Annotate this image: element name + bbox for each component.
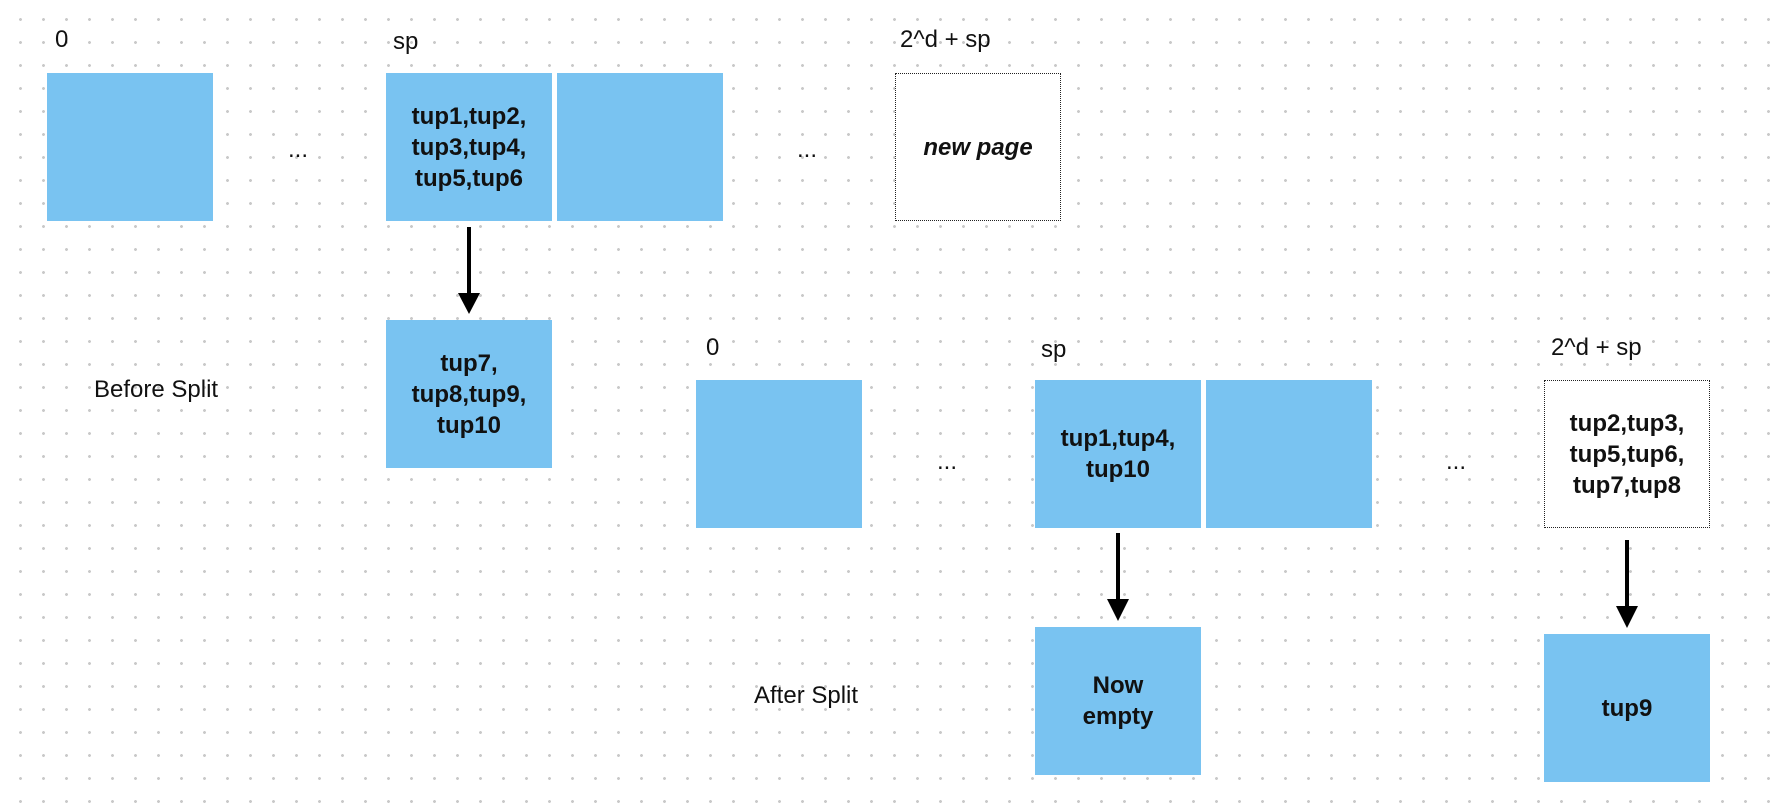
arrow-before-sp-to-overflow — [458, 227, 480, 314]
after-split-caption: After Split — [754, 682, 859, 709]
arrow-after-sp-to-overflow — [1107, 533, 1129, 621]
after-sp-overflow-page: Now empty — [1035, 627, 1201, 775]
after-page-sp: tup1,tup4, tup10 — [1035, 380, 1201, 528]
after-index-sp-label: sp — [1041, 336, 1067, 363]
page-content: Now empty — [1082, 672, 1154, 730]
after-ellipsis-1: ... — [937, 448, 958, 475]
before-page-sp: tup1,tup2, tup3,tup4, tup5,tup6 — [386, 73, 552, 221]
page-content: tup2,tup3, tup5,tup6, tup7,tup8 — [1569, 409, 1685, 499]
after-page-0 — [696, 380, 862, 528]
after-ellipsis-2: ... — [1446, 448, 1467, 475]
after-new-page: tup2,tup3, tup5,tup6, tup7,tup8 — [1544, 380, 1710, 528]
before-new-page: new page — [895, 73, 1061, 221]
before-page-0 — [47, 73, 213, 221]
page-content: tup1,tup2, tup3,tup4, tup5,tup6 — [411, 102, 527, 192]
before-ellipsis-2: ... — [797, 136, 818, 163]
page-content: tup9 — [1601, 694, 1653, 722]
arrow-after-new-to-overflow — [1616, 540, 1638, 628]
page-content: tup1,tup4, tup10 — [1060, 425, 1176, 483]
before-index-zero-label: 0 — [55, 26, 69, 53]
page-content: new page — [923, 133, 1033, 161]
after-index-new-label: 2^d + sp — [1551, 334, 1642, 361]
before-page-sp-next — [557, 73, 723, 221]
after-index-zero-label: 0 — [706, 334, 720, 361]
before-overflow-page: tup7, tup8,tup9, tup10 — [386, 320, 552, 468]
page-content: tup7, tup8,tup9, tup10 — [411, 349, 527, 439]
after-new-overflow-page: tup9 — [1544, 634, 1710, 782]
after-page-sp-next — [1206, 380, 1372, 528]
before-ellipsis-1: ... — [288, 136, 309, 163]
before-index-sp-label: sp — [393, 28, 419, 55]
before-index-new-label: 2^d + sp — [900, 26, 991, 53]
before-split-caption: Before Split — [94, 376, 219, 403]
